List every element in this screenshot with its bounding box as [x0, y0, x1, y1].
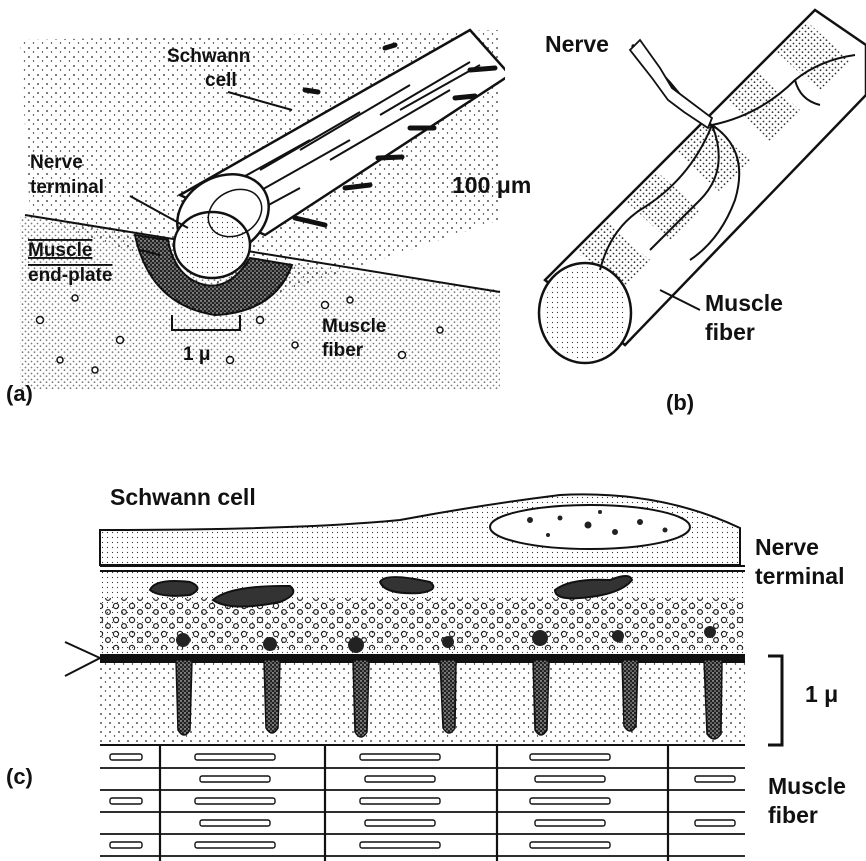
panel-c-scale-bracket: [768, 656, 782, 745]
panel-a-nerve-terminal-label-1: Nerve: [30, 152, 83, 173]
panel-a-schwann-label-2: cell: [205, 70, 237, 91]
panel-a: Schwann cell Nerve terminal Muscle end-p…: [6, 30, 531, 406]
panel-b-muscle-fiber-label-1: Muscle: [705, 290, 783, 316]
panel-a-nerve-terminal-label-2: terminal: [30, 177, 104, 198]
panel-c-scale-label: 1 μ: [805, 681, 838, 707]
panel-a-muscle-fiber-label-1: Muscle: [322, 316, 386, 337]
panel-a-end-plate-label-2: end-plate: [28, 265, 112, 286]
panel-b-fiber-end-fill: [543, 267, 627, 359]
panel-a-schwann-label-1: Schwann: [167, 46, 250, 67]
panel-c-synaptic-cleft: [100, 654, 745, 663]
panel-c-nerve-terminal-label-1: Nerve: [755, 534, 819, 560]
panel-c-synaptic-vesicles: [100, 598, 745, 650]
panel-a-muscle-fiber-label-2: fiber: [322, 340, 364, 361]
panel-c-muscle-fiber-label-1: Muscle: [768, 773, 846, 799]
panel-c-axon-arrow: [65, 642, 100, 676]
panel-a-scale-small: 1 μ: [183, 344, 210, 365]
panel-a-nerve-terminal-fill: [178, 216, 246, 274]
panel-c-muscle-fiber-label-2: fiber: [768, 802, 818, 828]
panel-c-schwann-label: Schwann cell: [110, 484, 256, 510]
panel-c: Schwann cell Nerve terminal 1 μ Muscle f…: [6, 484, 846, 861]
panel-b-muscle-fiber-label-2: fiber: [705, 319, 755, 345]
panel-b-nerve-label: Nerve: [545, 31, 609, 57]
panel-a-scale-large: 100 μm: [452, 172, 531, 198]
panel-b: Nerve Muscle fiber (b): [539, 10, 866, 415]
panel-c-label: (c): [6, 764, 33, 789]
panel-a-end-plate-label-1: Muscle: [28, 240, 92, 261]
panel-a-label: (a): [6, 381, 33, 406]
panel-b-label: (b): [666, 390, 694, 415]
panel-c-postsynaptic-region: [100, 663, 745, 745]
panel-c-nerve-terminal-label-2: terminal: [755, 563, 844, 589]
